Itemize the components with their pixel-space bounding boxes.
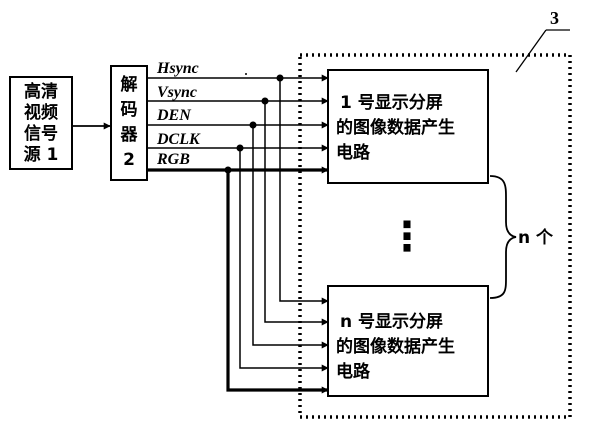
source-line-3: 信号 <box>24 123 58 144</box>
scan-dot <box>245 73 247 75</box>
vsync-line-n <box>264 101 329 326</box>
signal-label-hsync: Hsync <box>156 60 199 77</box>
screen-1-line-1: 1 号显示分屏 <box>340 93 443 113</box>
signal-label-vsync: Vsync <box>157 84 197 101</box>
signal-label-dclk: DCLK <box>156 131 201 148</box>
brace-label: n 个 <box>518 227 554 248</box>
decoder-line-4: 2 <box>123 150 135 170</box>
ellipsis: ⋮ <box>387 214 427 260</box>
screen-n-line-2: 的图像数据产生 <box>336 336 455 357</box>
signal-label-den: DEN <box>156 107 192 124</box>
group-label-leader <box>515 29 547 73</box>
source-box <box>9 76 73 170</box>
screen-1-line-2: 的图像数据产生 <box>336 117 455 138</box>
group-box-3 <box>298 53 572 419</box>
n-brace <box>489 175 517 299</box>
screen-n-box <box>327 285 489 397</box>
signal-label-rgb: RGB <box>156 151 190 168</box>
decoder-line-2: 码 <box>121 100 138 120</box>
den-line-n <box>252 125 329 349</box>
dclk-line-n <box>239 148 329 372</box>
source-line-4: 源 1 <box>24 144 59 165</box>
decoder-box <box>110 65 148 181</box>
screen-n-line-3: 电路 <box>336 361 371 382</box>
source-line-1: 高清 <box>24 81 58 102</box>
source-line-2: 视频 <box>24 102 58 123</box>
decoder-line-1: 解 <box>121 74 138 95</box>
decoder-line-3: 器 <box>120 125 139 145</box>
rgb-line-n <box>226 170 329 394</box>
screen-1-line-3: 电路 <box>336 142 371 163</box>
screen-1-box <box>327 69 489 184</box>
group-label: 3 <box>550 8 559 28</box>
hsync-line-n <box>279 78 329 305</box>
screen-n-line-1: n 号显示分屏 <box>340 312 443 332</box>
